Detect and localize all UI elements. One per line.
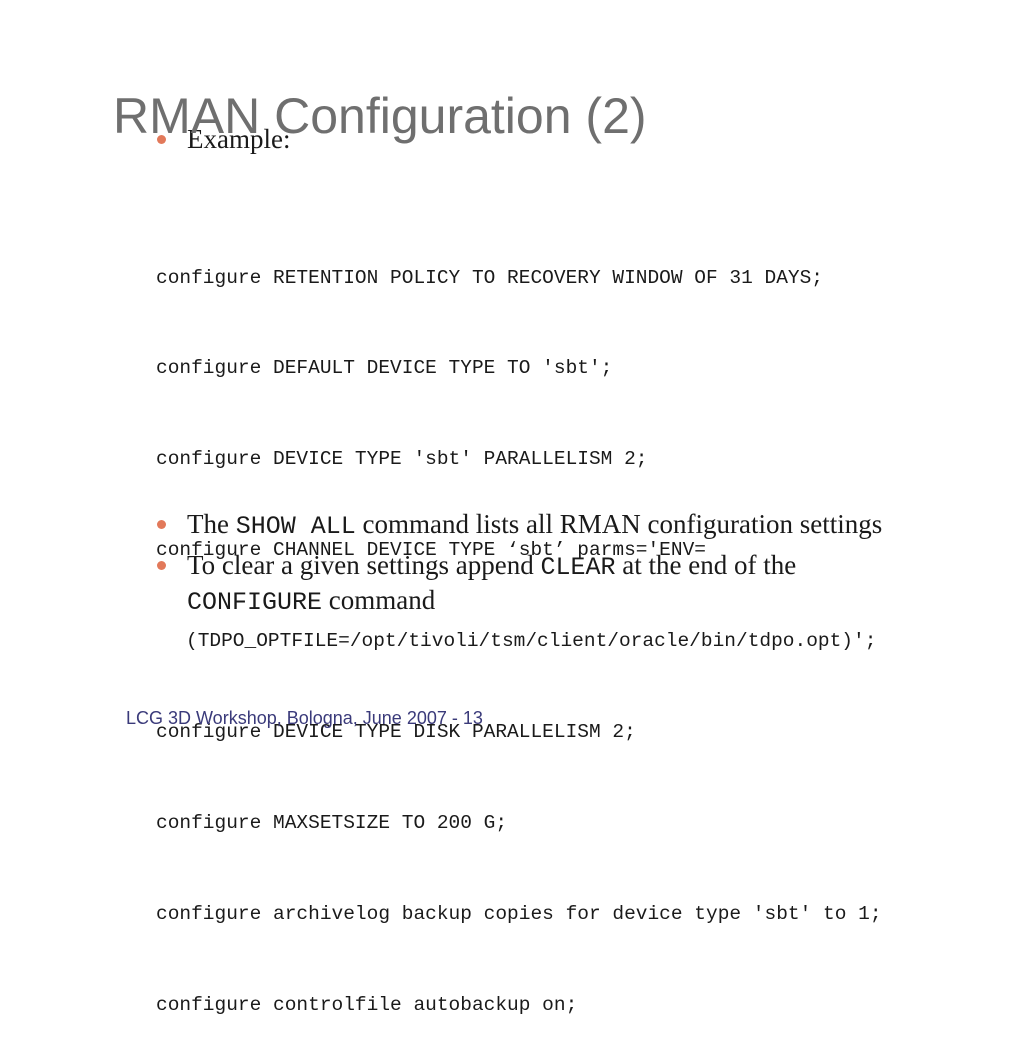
code-line: (TDPO_OPTFILE=/opt/tivoli/tsm/client/ora… <box>186 630 877 653</box>
bullet-show-all: The SHOW ALL command lists all RMAN conf… <box>157 508 1017 544</box>
text-prefix: To clear a given settings append <box>187 550 541 580</box>
code-line: configure controlfile autobackup on; <box>156 993 578 1016</box>
code-line: configure DEVICE TYPE DISK PARALLELISM 2… <box>156 721 636 744</box>
code-line: configure MAXSETSIZE TO 200 G; <box>156 811 508 834</box>
code-line: configure DEVICE TYPE 'sbt' PARALLELISM … <box>156 448 648 471</box>
code-line: configure DEFAULT DEVICE TYPE TO 'sbt'; <box>156 357 613 380</box>
slide-footer: LCG 3D Workshop, Bologna, June 2007 - 13 <box>126 708 483 728</box>
bullet-dot-icon <box>157 561 166 570</box>
bullet-clear: To clear a given settings append CLEAR a… <box>157 549 1017 619</box>
example-label: Example: <box>187 124 291 154</box>
code-block: configure RETENTION POLICY TO RECOVERY W… <box>156 202 882 1050</box>
bullet-dot-icon <box>157 135 166 144</box>
text-middle: at the end of the <box>615 550 797 580</box>
text-suffix: command <box>322 585 436 615</box>
code-line: configure archivelog backup copies for d… <box>156 902 882 925</box>
text-suffix: command lists all RMAN configuration set… <box>355 509 883 539</box>
code-line: configure RETENTION POLICY TO RECOVERY W… <box>156 266 824 289</box>
code-clear: CLEAR <box>540 553 616 582</box>
bullet-show-all-text: The SHOW ALL command lists all RMAN conf… <box>187 508 882 543</box>
code-configure: CONFIGURE <box>187 588 323 617</box>
bullet-clear-text: To clear a given settings append CLEAR a… <box>187 549 1007 619</box>
code-line: configure CHANNEL DEVICE TYPE ‘sbt’ parm… <box>156 539 706 562</box>
bullet-example: Example: <box>157 123 357 156</box>
code-show-all: SHOW ALL <box>235 512 356 541</box>
text-prefix: The <box>187 509 236 539</box>
slide-title: RMAN Configuration (2) <box>113 88 647 144</box>
bullet-dot-icon <box>157 520 166 529</box>
